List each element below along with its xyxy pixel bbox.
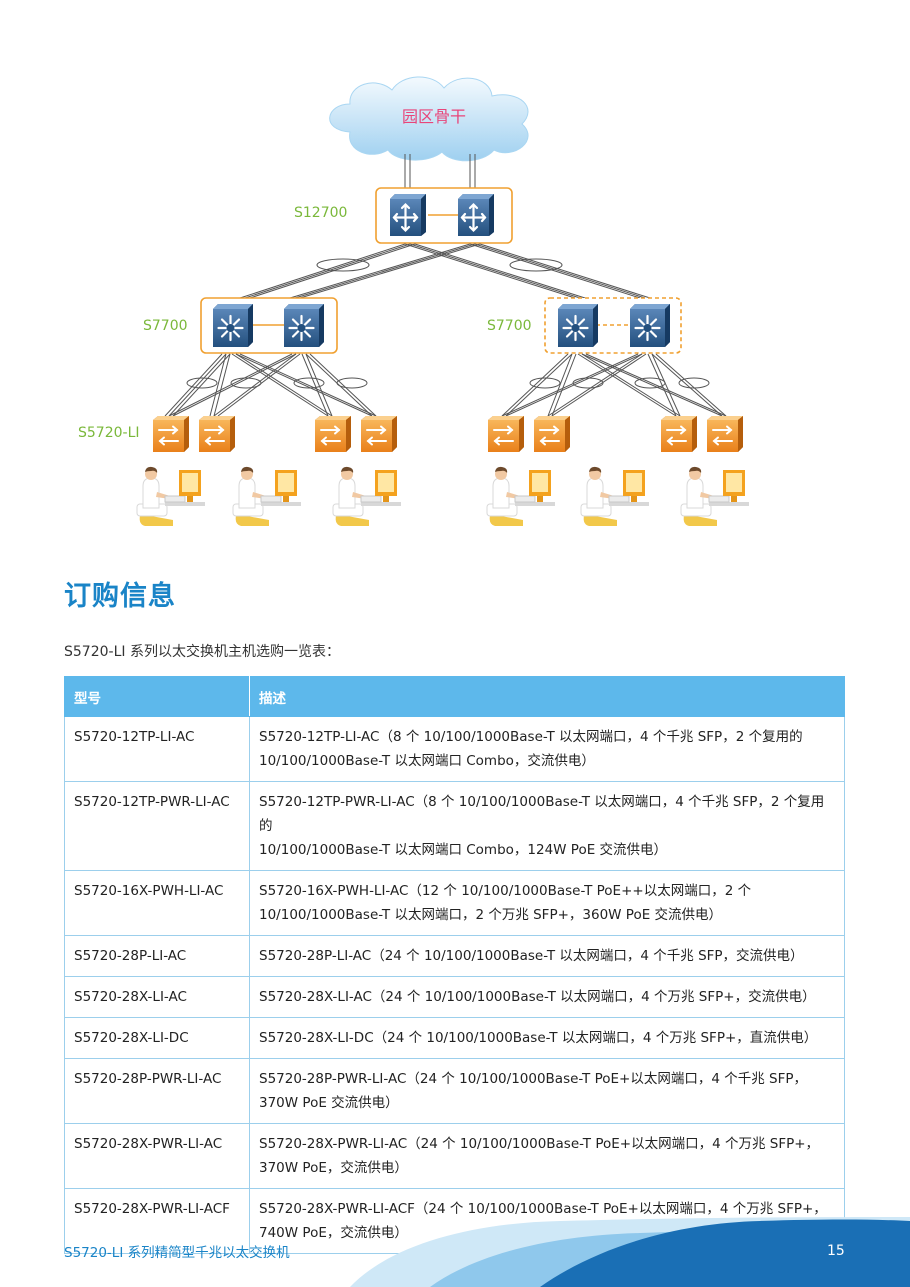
user-workstation-icon [580, 466, 650, 527]
model-cell: S5720-28X-PWR-LI-ACF [64, 1188, 250, 1254]
access-switch-icon [660, 415, 698, 453]
table-row: S5720-28X-LI-DC S5720-28X-LI-DC（24 个 10/… [64, 1017, 845, 1059]
model-cell: S5720-28X-LI-AC [64, 976, 250, 1018]
model-cell: S5720-28P-LI-AC [64, 935, 250, 977]
network-topology-diagram: 园区骨干 S12700 S770 [78, 76, 750, 527]
model-cell: S5720-16X-PWH-LI-AC [64, 870, 250, 936]
description-cell: S5720-28P-PWR-LI-AC（24 个 10/100/1000Base… [249, 1058, 845, 1124]
access-switch-icon [152, 415, 190, 453]
access-label: S5720-LI [78, 425, 140, 441]
model-cell: S5720-28P-PWR-LI-AC [64, 1058, 250, 1124]
aggregation-right-label: S7700 [487, 318, 532, 334]
cloud-icon [329, 76, 529, 162]
access-switch-icon [487, 415, 525, 453]
aggregation-switch-icon [282, 302, 326, 349]
page-number: 15 [827, 1243, 845, 1259]
description-cell: S5720-28X-PWR-LI-AC（24 个 10/100/1000Base… [249, 1123, 845, 1189]
section-title: 订购信息 [64, 581, 176, 612]
core-router-icon [456, 192, 496, 238]
description-cell: S5720-28X-LI-AC（24 个 10/100/1000Base-T 以… [249, 976, 845, 1018]
user-workstation-icon [136, 466, 206, 527]
description-cell: S5720-28X-LI-DC（24 个 10/100/1000Base-T 以… [249, 1017, 845, 1059]
user-workstation-icon [332, 466, 402, 527]
aggregation-switch-icon [556, 302, 600, 349]
description-cell: S5720-12TP-LI-AC（8 个 10/100/1000Base-T 以… [249, 716, 845, 782]
user-workstation-icon [486, 466, 556, 527]
footer-title: S5720-LI 系列精简型千兆以太交换机 [64, 1245, 290, 1261]
model-cell: S5720-28X-LI-DC [64, 1017, 250, 1059]
column-header-model: 型号 [64, 676, 250, 717]
table-row: S5720-28X-PWR-LI-AC S5720-28X-PWR-LI-AC（… [64, 1123, 845, 1189]
access-switch-icon [706, 415, 744, 453]
table-intro: S5720-LI 系列以太交换机主机选购一览表： [64, 644, 340, 660]
table-row: S5720-28P-LI-AC S5720-28P-LI-AC（24 个 10/… [64, 935, 845, 977]
access-switch-icon [360, 415, 398, 453]
description-cell: S5720-12TP-PWR-LI-AC（8 个 10/100/1000Base… [249, 781, 845, 871]
table-row: S5720-12TP-LI-AC S5720-12TP-LI-AC（8 个 10… [64, 716, 845, 782]
footer-wave-decoration [350, 1217, 910, 1287]
column-header-description: 描述 [249, 676, 845, 717]
model-cell: S5720-28X-PWR-LI-AC [64, 1123, 250, 1189]
core-label: S12700 [294, 205, 347, 221]
table-row: S5720-16X-PWH-LI-AC S5720-16X-PWH-LI-AC（… [64, 870, 845, 936]
model-cell: S5720-12TP-PWR-LI-AC [64, 781, 250, 871]
table-row: S5720-28P-PWR-LI-AC S5720-28P-PWR-LI-AC（… [64, 1058, 845, 1124]
table-header-row: 型号 描述 [64, 676, 845, 717]
table-row: S5720-28X-LI-AC S5720-28X-LI-AC（24 个 10/… [64, 976, 845, 1018]
user-workstation-icon [232, 466, 302, 527]
description-cell: S5720-28P-LI-AC（24 个 10/100/1000Base-T 以… [249, 935, 845, 977]
cloud-label: 园区骨干 [402, 107, 466, 126]
user-workstation-icon [680, 466, 750, 527]
aggregation-switch-icon [628, 302, 672, 349]
product-spec-table: 型号 描述 S5720-12TP-LI-AC S5720-12TP-LI-AC（… [64, 676, 845, 1254]
description-cell: S5720-16X-PWH-LI-AC（12 个 10/100/1000Base… [249, 870, 845, 936]
access-switch-icon [198, 415, 236, 453]
access-switch-icon [533, 415, 571, 453]
aggregation-left-label: S7700 [143, 318, 188, 334]
core-router-icon [388, 192, 428, 238]
aggregation-switch-icon [211, 302, 255, 349]
access-switch-icon [314, 415, 352, 453]
model-cell: S5720-12TP-LI-AC [64, 716, 250, 782]
table-row: S5720-12TP-PWR-LI-AC S5720-12TP-PWR-LI-A… [64, 781, 845, 871]
